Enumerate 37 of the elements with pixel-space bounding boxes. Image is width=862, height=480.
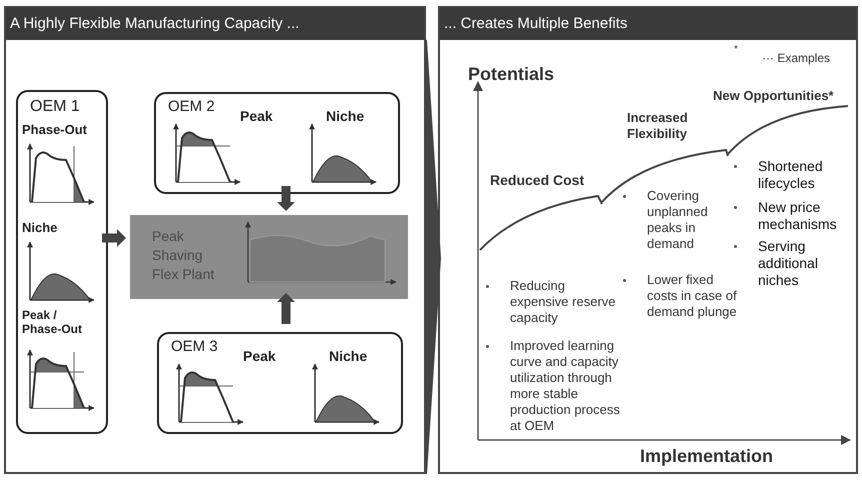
group-box [154, 92, 400, 194]
box-title: OEM 2 [168, 98, 215, 115]
stage-label: New Opportunities* [713, 88, 834, 104]
chart-label: Niche [22, 220, 58, 235]
arrow [277, 186, 295, 211]
panel [438, 6, 858, 474]
box-title: OEM 3 [171, 338, 218, 355]
axis-label: Potentials [468, 64, 554, 85]
arrow [102, 229, 126, 247]
group-box [157, 332, 403, 434]
note-text: * [734, 43, 738, 56]
bullet-text: Lower fixed costs in case of demand plunge [647, 272, 737, 320]
chart-label: Phase-Out [22, 122, 88, 137]
stage-label: Increased Flexibility [627, 110, 689, 142]
bullet-text: Improved learning curve and capacity utilization through more stable production process at OEM [510, 338, 621, 434]
box-title: OEM 1 [30, 98, 80, 116]
bullet-text: Reducing expensive reserve capacity [510, 278, 616, 326]
arrow [277, 293, 295, 324]
bullet-text: Serving additional niches [758, 238, 819, 289]
bullet-text: Shortened lifecycles [758, 158, 824, 192]
panel-heading: A Highly Flexible Manufacturing Capacity ... [6, 8, 424, 40]
chart-label: Niche [326, 108, 364, 124]
note-text: ··· Examples [762, 51, 830, 66]
stage-label: Reduced Cost [490, 172, 584, 189]
box-label: Peak Shaving Flex Plant [152, 227, 216, 284]
chevron-arrow [425, 39, 441, 475]
panel [4, 6, 426, 474]
panel-heading: ... Creates Multiple Benefits [440, 8, 856, 40]
group-box [16, 90, 108, 434]
chart-label: Peak [240, 108, 273, 124]
chart-label: Niche [329, 348, 368, 364]
chart-label: Peak / Phase-Out [22, 308, 84, 336]
plant-box [130, 215, 408, 299]
axis-label: Implementation [640, 446, 774, 467]
chart-label: Peak [243, 348, 276, 364]
bullet-text: Covering unplanned peaks in demand [647, 188, 709, 252]
bullet-text: New price mechanisms [758, 199, 838, 233]
